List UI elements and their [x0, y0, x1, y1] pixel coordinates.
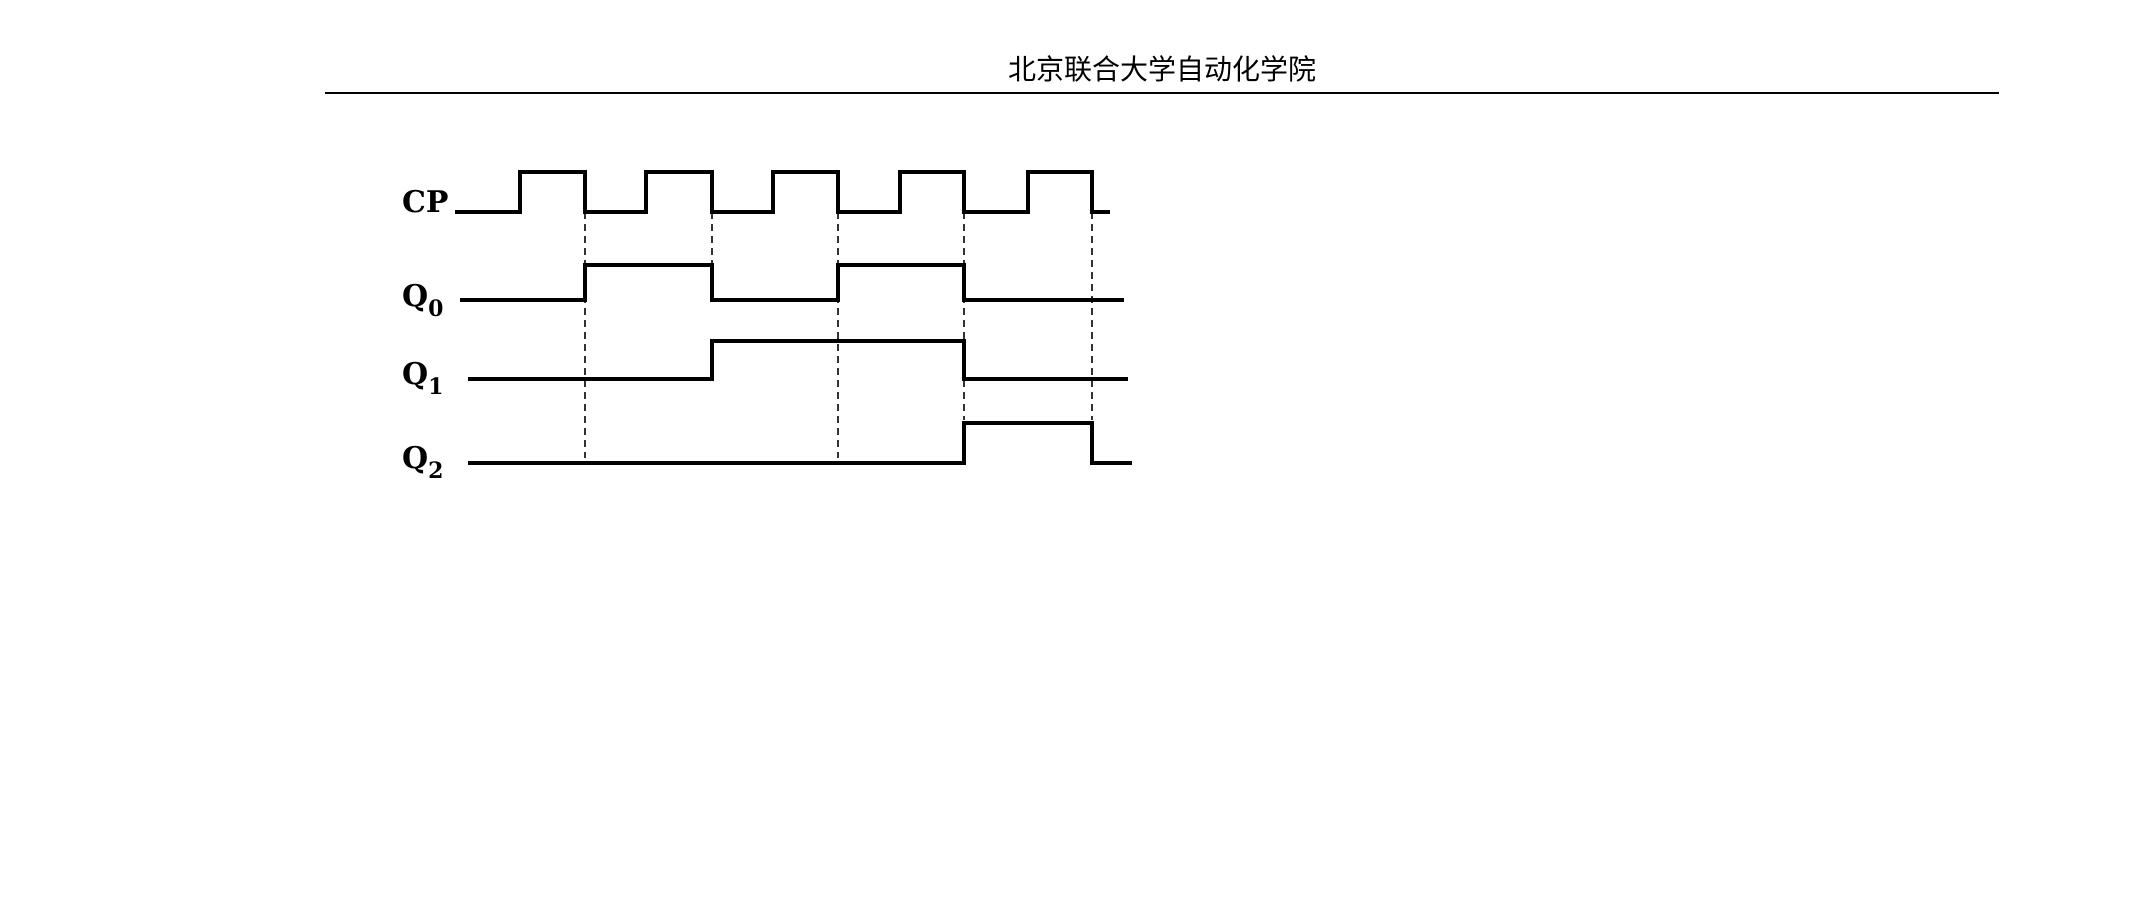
signal-label-q2-name: Q — [402, 441, 428, 476]
timing-diagram: CP Q0 Q1 Q2 — [402, 170, 1132, 484]
q1-waveform — [468, 339, 1128, 381]
header-title: 北京联合大学自动化学院 — [1007, 53, 1316, 86]
cp-waveform — [455, 170, 1110, 214]
q2-waveform — [468, 421, 1132, 465]
page-header: 北京联合大学自动化学院 — [325, 50, 1999, 94]
signal-label-q1-subscript: 1 — [428, 374, 443, 400]
signal-label-cp-name: CP — [402, 185, 448, 220]
q0-waveform — [460, 263, 1124, 302]
signal-label-cp: CP — [402, 185, 448, 220]
signal-label-q0-name: Q — [402, 279, 428, 314]
signal-label-q1-name: Q — [402, 357, 428, 392]
signal-label-q2: Q2 — [402, 441, 443, 484]
signal-label-q0: Q0 — [402, 279, 443, 322]
signal-label-q1: Q1 — [402, 357, 443, 400]
signal-label-q2-subscript: 2 — [428, 458, 443, 484]
signal-label-q0-subscript: 0 — [428, 296, 443, 322]
